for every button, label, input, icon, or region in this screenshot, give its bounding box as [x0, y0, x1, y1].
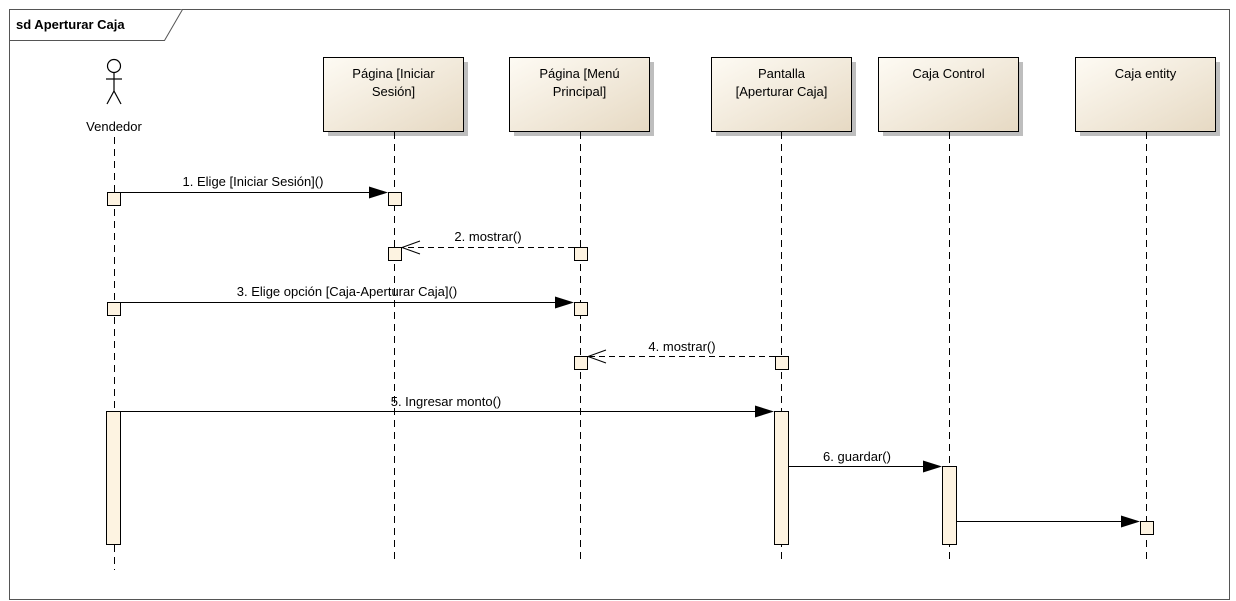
actor-head	[106, 58, 122, 74]
message-1[interactable]: 1. Elige [Iniciar Sesión]()	[121, 174, 388, 199]
diagram-frame	[9, 9, 1230, 600]
activations	[106, 192, 1154, 545]
activation-menu-2	[574, 302, 588, 316]
activation-caja-entity	[1140, 521, 1154, 535]
lifeline-pagina-iniciar-sesion[interactable]: Página [Iniciar Sesión]	[323, 57, 469, 137]
activation-pantalla-1	[775, 356, 789, 370]
actor-vendedor[interactable]: Vendedor	[86, 58, 142, 135]
message-4[interactable]: 4. mostrar()	[586, 339, 775, 364]
actor-left-leg	[106, 90, 115, 105]
arrowhead-filled-icon	[555, 296, 574, 309]
message-7[interactable]	[957, 515, 1140, 528]
lifeline-label-line1: Pantalla	[758, 66, 806, 81]
lifeline-caja-control[interactable]: Caja Control	[878, 57, 1024, 137]
message-6[interactable]: 6. guardar()	[789, 449, 942, 473]
lifeline-dashes	[114, 132, 1147, 570]
message-label: 2. mostrar()	[454, 229, 521, 244]
activation-vendedor-long	[106, 411, 121, 545]
activation-caja-control	[942, 466, 957, 545]
message-label: 3. Elige opción [Caja-Aperturar Caja]()	[237, 284, 457, 299]
lifeline-label-line2: Sesión]	[372, 84, 415, 99]
activation-menu-1	[574, 247, 588, 261]
actor-right-leg	[113, 90, 122, 105]
arrowhead-open-icon	[586, 349, 607, 364]
arrowhead-filled-icon	[755, 405, 774, 418]
message-label: 4. mostrar()	[648, 339, 715, 354]
activation-menu-3	[574, 356, 588, 370]
activation-vendedor-1	[107, 192, 121, 206]
lifeline-label-line1: Página [Iniciar	[352, 66, 435, 81]
frame-title-tab	[9, 9, 183, 41]
arrowhead-filled-icon	[1121, 515, 1140, 528]
arrowhead-filled-icon	[369, 186, 388, 199]
arrowhead-filled-icon	[923, 460, 942, 473]
arrowhead-open-icon	[400, 240, 421, 255]
activation-vendedor-2	[107, 302, 121, 316]
lifeline-label: Caja Control	[912, 66, 984, 81]
message-label: 5. Ingresar monto()	[391, 394, 502, 409]
frame-title: sd Aperturar Caja	[16, 17, 125, 32]
message-5[interactable]: 5. Ingresar monto()	[121, 394, 774, 418]
message-2[interactable]: 2. mostrar()	[400, 229, 574, 255]
activation-iniciar-sesion-2	[388, 247, 402, 261]
lifeline-pagina-menu-principal[interactable]: Página [Menú Principal]	[509, 57, 655, 137]
actor-name: Vendedor	[86, 119, 142, 134]
lifeline-label-line2: [Aperturar Caja]	[736, 84, 828, 99]
activation-iniciar-sesion-1	[388, 192, 402, 206]
lifeline-label-line1: Página [Menú	[539, 66, 619, 81]
activation-pantalla-long	[774, 411, 789, 545]
lifeline-caja-entity[interactable]: Caja entity	[1075, 57, 1221, 137]
message-label: 6. guardar()	[823, 449, 891, 464]
message-3[interactable]: 3. Elige opción [Caja-Aperturar Caja]()	[121, 284, 574, 309]
lifeline-pantalla-aperturar-caja[interactable]: Pantalla [Aperturar Caja]	[711, 57, 857, 137]
message-label: 1. Elige [Iniciar Sesión]()	[183, 174, 324, 189]
lifeline-label-line2: Principal]	[553, 84, 606, 99]
lifeline-label: Caja entity	[1115, 66, 1177, 81]
